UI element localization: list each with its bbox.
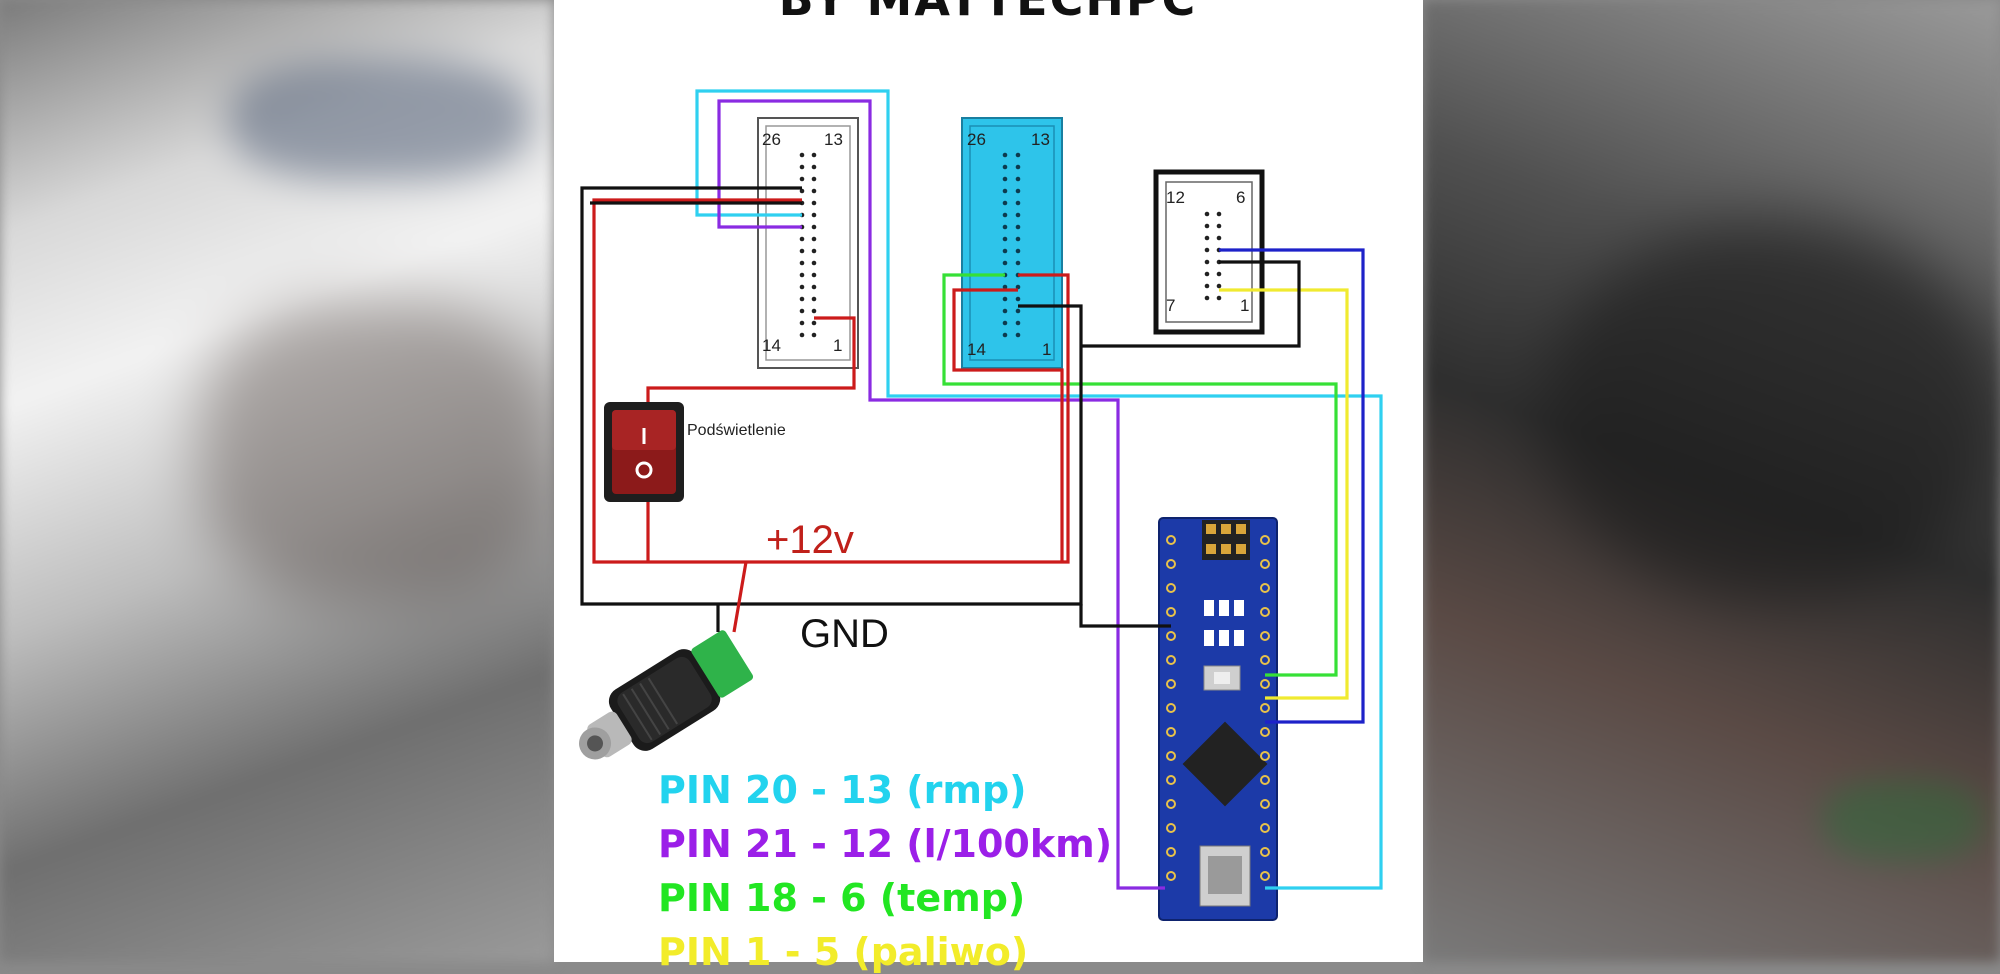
wire-cyan-rpm	[695, 89, 1383, 890]
rocker-switch	[604, 402, 684, 502]
diagram-title: BY MATTECHPC	[748, 0, 1228, 26]
left-connector-pin-14: 14	[762, 336, 781, 355]
wire-red-middle-loop	[952, 288, 1064, 562]
right-connector-pin-1: 1	[1240, 296, 1250, 315]
wire-blue	[1219, 248, 1365, 724]
left-connector-pin-1: 1	[833, 336, 843, 355]
wire-red-middle-connector	[592, 198, 1070, 564]
right-connector-pin-7: 7	[1166, 296, 1176, 315]
middle-connector-pin-1: 1	[1042, 340, 1052, 359]
legend-temp: PIN 18 - 6 (temp)	[658, 876, 1026, 920]
middle-connector-pin-26: 26	[967, 130, 986, 149]
legend-fuel: PIN 1 - 5 (paliwo)	[658, 930, 1029, 974]
blurred-background-left	[0, 0, 554, 962]
background-blur-shape	[230, 60, 530, 180]
left-connector-pin-13: 13	[824, 130, 843, 149]
wire-red-jack	[732, 561, 748, 633]
wire-red-switch-top	[646, 316, 856, 402]
wire-black-right-connector	[1081, 260, 1301, 348]
wire-green-temp	[942, 273, 1338, 677]
background-blur-shape	[1823, 780, 1983, 860]
wiring-diagram-panel: BY MATTECHPC	[554, 0, 1423, 974]
middle-connector-pin-14: 14	[967, 340, 986, 359]
wire-black-arduino-gnd	[1079, 604, 1171, 628]
background-blur-shape	[1543, 220, 2000, 600]
wiring-diagram	[579, 89, 1383, 921]
right-connector	[1153, 169, 1265, 335]
middle-connector	[961, 117, 1063, 369]
wires	[580, 89, 1383, 890]
wire-yellow-fuel	[1219, 288, 1349, 700]
wire-purple-consumption	[717, 99, 1165, 890]
arduino-nano	[1158, 517, 1278, 921]
right-connector-pin-6: 6	[1236, 188, 1246, 207]
right-connector-pin-12: 12	[1166, 188, 1185, 207]
left-connector	[757, 117, 859, 369]
left-connector-pin-26: 26	[762, 130, 781, 149]
switch-label: Podświetlenie	[687, 422, 786, 439]
legend-rpm: PIN 20 - 13 (rmp)	[658, 768, 1027, 812]
power-label: +12v	[766, 518, 854, 562]
middle-connector-pin-13: 13	[1031, 130, 1050, 149]
dc-jack	[579, 630, 754, 760]
legend-consumption: PIN 21 - 12 (l/100km)	[658, 822, 1113, 866]
wire-black-ground	[580, 186, 1083, 606]
background-blur-shape	[200, 300, 550, 600]
ground-label: GND	[800, 612, 889, 656]
blurred-background-right	[1423, 0, 2000, 962]
